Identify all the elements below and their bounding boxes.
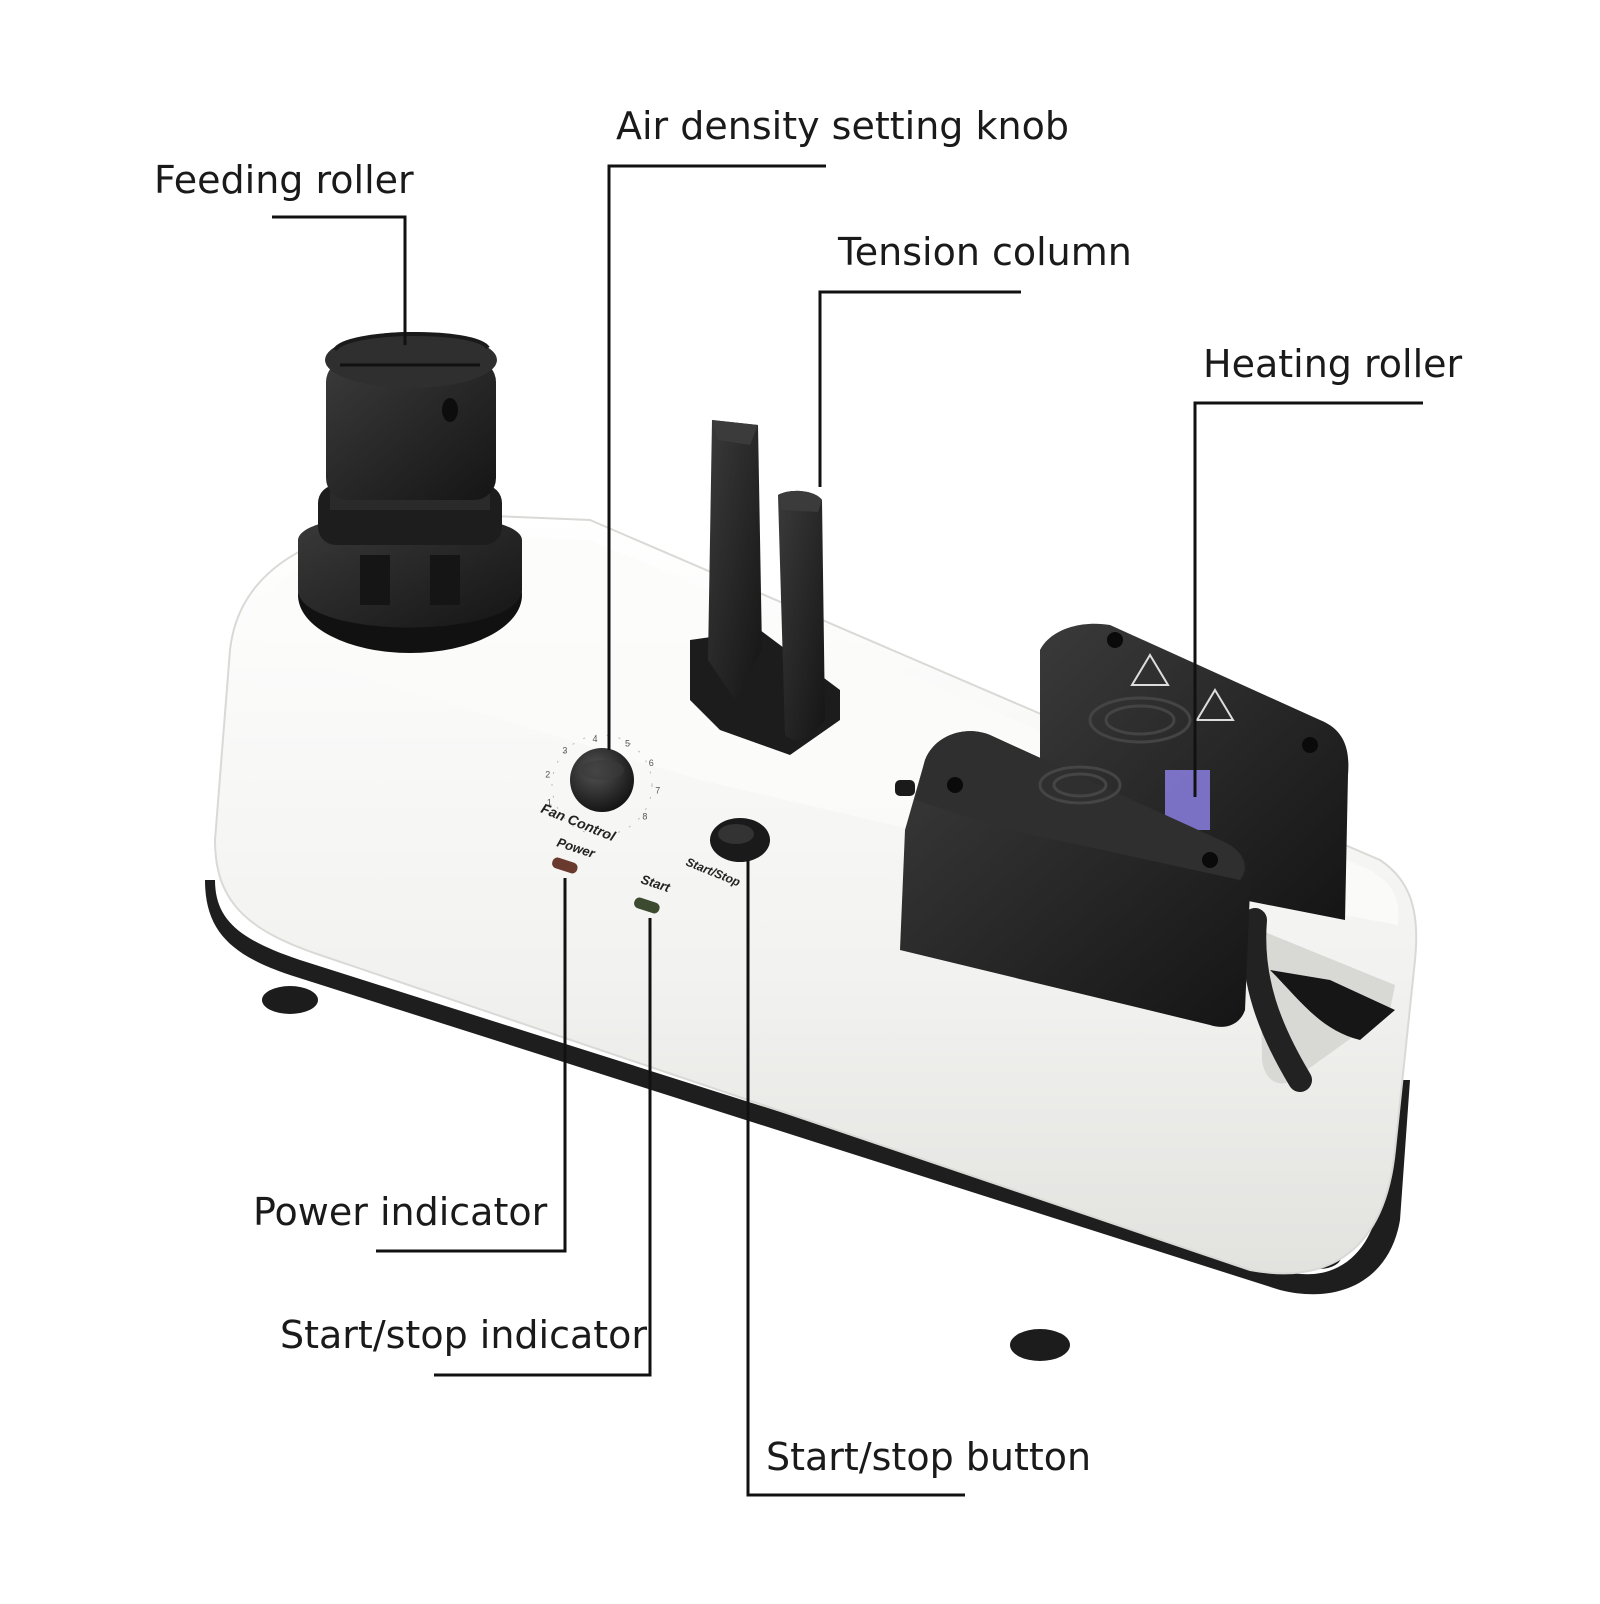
dial-number: 6 (649, 758, 654, 768)
dial-number: 8 (642, 812, 647, 822)
dial-number: 1 (547, 797, 552, 807)
label-feeding-roller: Feeding roller (154, 158, 414, 202)
film-cable (1242, 908, 1312, 1092)
dial-number: 4 (592, 734, 597, 744)
feeding-roller (298, 332, 522, 653)
foot-left (262, 986, 318, 1014)
dial-number: 3 (562, 745, 567, 755)
leader-heating-roller (1193, 401, 1423, 797)
tension-column (690, 420, 840, 755)
leader-start-stop-indicator (434, 918, 652, 1377)
dial-number: 7 (655, 786, 660, 796)
foot-right (1010, 1329, 1070, 1361)
dial-number: 5 (625, 739, 630, 749)
heating-block-front (895, 731, 1252, 1027)
label-air-density-knob: Air density setting knob (616, 104, 1069, 148)
label-power-indicator: Power indicator (253, 1190, 548, 1234)
label-start-stop-indicator: Start/stop indicator (280, 1313, 648, 1357)
dial-number: 2 (545, 769, 550, 779)
leader-start-stop-button (746, 860, 965, 1497)
leader-feeding-roller (272, 215, 407, 345)
power-indicator-led (552, 857, 578, 874)
label-tension-column: Tension column (838, 230, 1132, 274)
leader-air-density (607, 164, 826, 750)
leader-tension-column (818, 290, 1021, 487)
label-heating-roller: Heating roller (1203, 342, 1463, 386)
start-indicator-led (634, 897, 660, 914)
leader-lines (272, 164, 1423, 1497)
exit-guide (1270, 970, 1395, 1040)
label-start-stop-button: Start/stop button (766, 1435, 1092, 1479)
fan-dial-ring (551, 734, 653, 836)
leader-power-indicator (376, 878, 567, 1253)
